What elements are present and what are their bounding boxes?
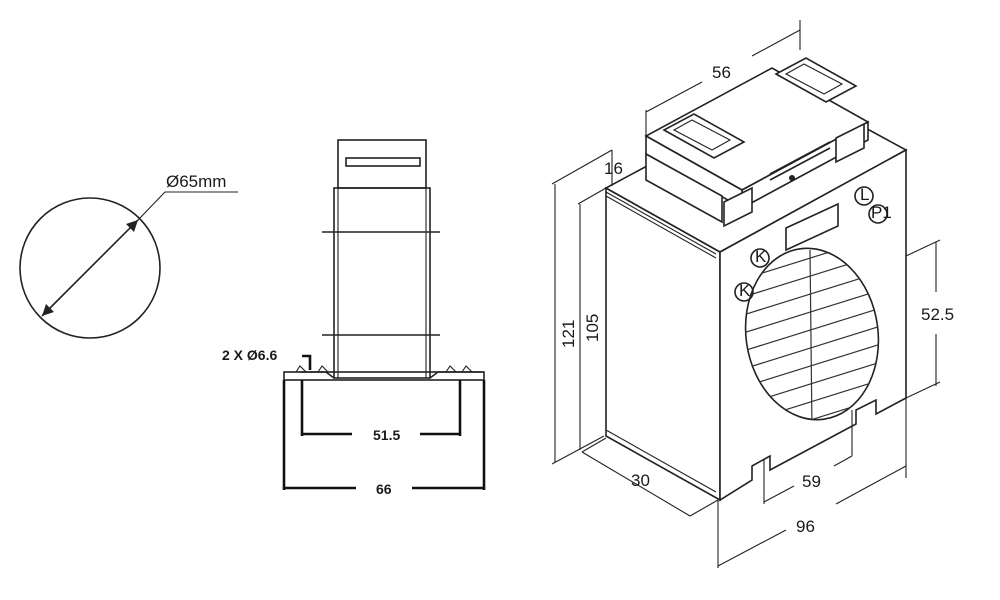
iso-aperture <box>744 247 880 421</box>
mark-k-lower-text: K <box>739 281 751 300</box>
iso-front-screw-left <box>723 186 753 228</box>
aperture-height-label: 52.5 <box>921 305 954 324</box>
mounting-holes-label: 2 X Ø6.6 <box>222 347 277 363</box>
iso-label-window <box>785 202 839 252</box>
iso-side-edge-1 <box>605 191 717 255</box>
mounting-hole-leader <box>302 354 312 370</box>
side-view: 2 X Ø6.6 51.5 66 <box>222 139 486 497</box>
top-offset-label: 16 <box>604 159 623 178</box>
diameter-line <box>41 219 139 317</box>
aperture-circle <box>19 197 161 339</box>
depth-line <box>581 451 691 517</box>
side-notch-right <box>445 365 473 373</box>
mark-p1 <box>868 204 888 224</box>
top-width-line-left <box>645 81 703 113</box>
depth-label: 30 <box>631 471 650 490</box>
iso-side-edge-3 <box>605 429 717 493</box>
aperture-circle-view: Ø65mm <box>19 172 238 339</box>
iso-terminal-lower-side <box>645 152 723 224</box>
side-fillet-left <box>300 371 335 379</box>
isometric-view: K K L P1 56 16 121 <box>551 20 954 568</box>
body-height-ext-top <box>577 187 607 205</box>
hole-spacing-label: 51.5 <box>373 427 400 443</box>
total-width-line-right <box>835 465 907 505</box>
iso-terminal-screw <box>789 175 795 181</box>
total-width-line-left <box>717 529 787 567</box>
top-width-label: 56 <box>712 63 731 82</box>
side-terminal-slot <box>345 157 421 167</box>
aperture-height-ext-bottom <box>905 381 941 399</box>
base-width-label: 66 <box>376 481 392 497</box>
arrow-head-upper <box>126 220 138 232</box>
side-notch-left <box>295 365 329 373</box>
top-width-line-right <box>751 29 801 57</box>
iso-terminal-groove-2 <box>769 147 831 181</box>
foot-spacing-line-right <box>833 455 853 467</box>
total-height-ext-top <box>551 149 613 185</box>
side-fillet-right <box>429 371 482 379</box>
iso-screw-box-left-inner <box>672 119 732 151</box>
diameter-leader <box>137 191 238 221</box>
depth-ext-left <box>581 437 607 453</box>
aperture-height-ext-top <box>905 239 941 257</box>
body-height-label: 105 <box>583 314 602 342</box>
mark-k-upper <box>750 248 770 268</box>
mark-p1-text: P1 <box>871 203 892 222</box>
total-width-label: 96 <box>796 517 815 536</box>
mark-k-upper-text: K <box>755 247 767 266</box>
hole-diameter-label: Ø65mm <box>166 172 226 191</box>
mark-k-lower <box>734 282 754 302</box>
mark-l <box>854 186 874 206</box>
mark-l-text: L <box>860 185 869 204</box>
iso-terminal-groove <box>769 141 831 175</box>
foot-spacing-line-left <box>763 485 795 503</box>
arrow-head-lower <box>42 304 54 316</box>
side-terminal <box>337 139 427 189</box>
side-base-plate <box>283 371 485 381</box>
iso-side-edge-2 <box>605 195 717 259</box>
iso-front-screw-right <box>835 122 865 164</box>
total-height-ext-bottom <box>551 435 605 465</box>
foot-spacing-label: 59 <box>802 472 821 491</box>
iso-screw-box-right-inner <box>784 63 844 95</box>
total-height-label: 121 <box>559 320 578 348</box>
side-body <box>333 187 431 379</box>
depth-ext-right <box>689 499 719 517</box>
